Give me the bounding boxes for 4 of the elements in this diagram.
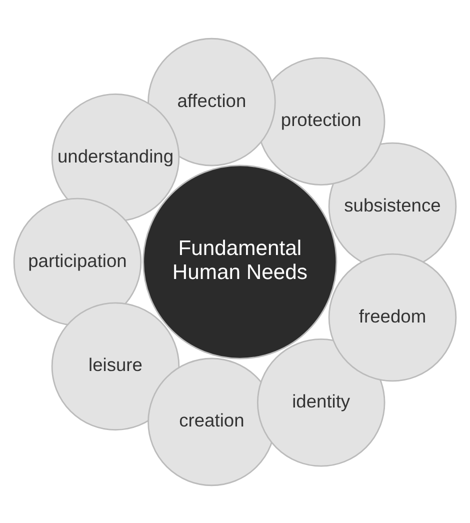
node-circle: leisure (51, 302, 180, 430)
node-circle: identity (256, 338, 386, 466)
node-circle: participation (13, 197, 142, 326)
node-circle: freedom (328, 252, 457, 382)
